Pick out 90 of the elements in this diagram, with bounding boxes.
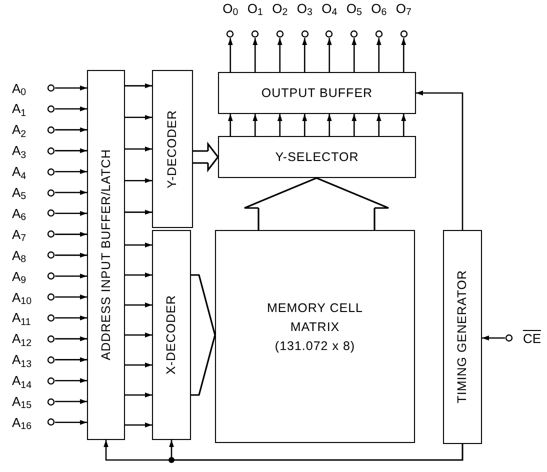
arrow xyxy=(55,420,87,425)
arrow xyxy=(55,252,87,258)
arrow xyxy=(55,106,87,112)
pin-label: O$_{7}$ xyxy=(396,2,412,15)
arrow xyxy=(125,114,152,120)
pin-label: A$_{16}$ xyxy=(12,416,32,429)
function-block xyxy=(152,70,193,228)
arrow xyxy=(376,38,382,72)
arrow xyxy=(55,274,87,279)
pin-label: O$_{0}$ xyxy=(222,2,238,15)
arrow xyxy=(125,146,152,152)
block-label: Y-DECODER xyxy=(164,110,180,188)
arrow xyxy=(277,38,282,72)
arrow xyxy=(277,114,282,136)
pin-label: A$_{15}$ xyxy=(12,395,32,408)
pin-label: O$_{5}$ xyxy=(346,2,362,15)
arrow xyxy=(125,362,152,368)
arrow xyxy=(252,114,258,136)
pin-label: O$_{3}$ xyxy=(296,2,312,15)
pin-label: A$_{10}$ xyxy=(12,290,32,304)
pin-label: A$_{5}$ xyxy=(12,186,26,199)
arrow xyxy=(55,127,87,132)
arrow xyxy=(55,315,87,320)
arrow xyxy=(55,294,87,300)
arrow xyxy=(125,392,152,398)
pin-label: A$_{2}$ xyxy=(12,123,26,136)
arrow xyxy=(55,357,87,362)
arrow xyxy=(125,272,152,278)
arrow xyxy=(416,90,464,230)
arrow xyxy=(482,336,505,340)
block-label: ADDRESS INPUT BUFFER/LATCH xyxy=(98,149,114,361)
arrow xyxy=(55,190,87,195)
pin-label: A$_{6}$ xyxy=(12,206,26,220)
arrow xyxy=(125,332,152,338)
block-label: OUTPUT BUFFER xyxy=(261,84,373,102)
function-block xyxy=(443,230,482,444)
arrow xyxy=(55,378,87,384)
block-label: MEMORY CELL MATRIX xyxy=(266,300,364,336)
pin-label: A$_{13}$ xyxy=(12,353,32,366)
function-block xyxy=(215,230,415,443)
arrow xyxy=(55,169,87,174)
bus-funnel xyxy=(190,274,216,396)
pin-label: A$_{0}$ xyxy=(12,82,26,94)
arrow xyxy=(55,148,87,154)
arrow xyxy=(352,114,357,136)
pin-label: A$_{9}$ xyxy=(12,270,26,283)
arrow xyxy=(228,38,233,72)
pin-label: A$_{4}$ xyxy=(12,165,26,178)
arrow xyxy=(125,210,152,215)
function-block xyxy=(87,70,125,440)
arrow xyxy=(55,232,87,237)
arrow xyxy=(376,114,382,136)
block-label: (131.072 x 8) xyxy=(274,338,356,355)
arrow xyxy=(326,114,332,136)
arrow xyxy=(125,302,152,308)
pin-label: A$_{14}$ xyxy=(12,374,32,388)
arrow xyxy=(125,242,152,248)
arrow xyxy=(252,38,258,72)
arrow xyxy=(326,38,332,72)
pin-label: A$_{3}$ xyxy=(12,144,26,158)
arrow xyxy=(55,336,87,342)
arrow xyxy=(401,114,406,136)
arrow xyxy=(302,114,308,136)
block-label: TIMING GENERATOR xyxy=(454,270,470,404)
arrow xyxy=(125,83,152,88)
block-label: Y-SELECTOR xyxy=(275,148,359,166)
arrow xyxy=(125,178,152,184)
arrow xyxy=(125,422,152,428)
pin-label: O$_{4}$ xyxy=(322,2,338,15)
arrow xyxy=(352,38,357,72)
pin-label: CE xyxy=(522,332,541,344)
arrow xyxy=(228,114,233,136)
pin-label: O$_{1}$ xyxy=(247,2,263,15)
arrow xyxy=(55,210,87,216)
pin-label: O$_{6}$ xyxy=(371,2,387,15)
pin-label: O$_{2}$ xyxy=(272,2,288,15)
pin-label: A$_{7}$ xyxy=(12,228,26,241)
function-block xyxy=(218,136,416,178)
function-block xyxy=(152,230,191,440)
arrow xyxy=(55,86,87,90)
pin-label: A$_{12}$ xyxy=(12,332,32,346)
pin-label: A$_{11}$ xyxy=(12,311,31,324)
pin-label: A$_{8}$ xyxy=(12,248,26,262)
function-block xyxy=(218,72,416,114)
arrow xyxy=(302,38,308,72)
pin-label: A$_{1}$ xyxy=(12,102,26,116)
arrow xyxy=(55,399,87,404)
arrow xyxy=(169,440,464,461)
arrow xyxy=(401,38,406,72)
block-label: X-DECODER xyxy=(163,295,179,375)
